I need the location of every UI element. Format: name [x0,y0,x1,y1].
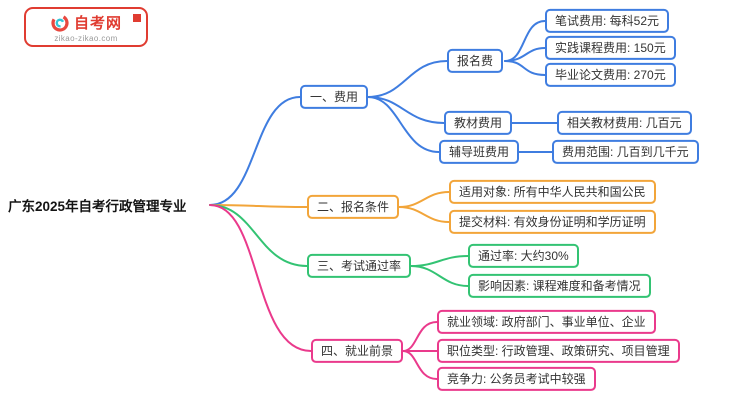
leaf-practice-course-fee: 实践课程费用: 150元 [545,35,676,61]
node-tutoring-fee: 辅导班费用 [439,139,520,165]
connector-root-to-career [209,204,312,352]
connector-career-to-fields [402,321,438,352]
zikao-logo-icon [51,13,69,32]
branch-fees: 一、费用 [300,84,369,110]
root-node: 广东2025年自考行政管理专业 [8,199,187,214]
branch-pass-rate: 三、考试通过率 [307,253,412,279]
connector-requirements-to-eligible [398,191,450,208]
connector-root-to-pass-rate [209,204,308,267]
node-textbook-fee: 教材费用 [444,110,513,136]
connector-requirements-to-materials [398,206,450,223]
leaf-materials: 提交材料: 有效身份证明和学历证明 [449,209,656,235]
leaf-competitiveness: 竞争力: 公务员考试中较强 [437,366,596,392]
leaf-position-types: 职位类型: 行政管理、政策研究、项目管理 [437,338,680,364]
zikao-logo: 自考网 zikao-zikao.com [24,7,148,47]
logo-title: 自考网 [73,15,122,32]
logo-row: 自考网 [32,12,140,33]
connector-fees-to-tutoring-fee [367,96,440,153]
connector-career-to-competitiveness [402,350,438,380]
branch-career: 四、就业前景 [311,338,404,364]
leaf-thesis-fee: 毕业论文费用: 270元 [545,62,676,88]
branch-requirements: 二、报名条件 [307,194,400,220]
leaf-fee-range: 费用范围: 几百到几千元 [552,139,699,165]
connector-root-to-requirements [209,204,308,208]
leaf-textbook-cost: 相关教材费用: 几百元 [557,110,692,136]
logo-subtitle: zikao-zikao.com [54,34,118,43]
connector-root-to-fees [209,96,301,206]
connector-passrate-to-rate [410,255,469,267]
connector-fees-to-registration-fee [367,60,448,98]
leaf-employment-fields: 就业领域: 政府部门、事业单位、企业 [437,309,656,335]
leaf-written-exam-fee: 笔试费用: 每科52元 [545,8,670,34]
connector-registration-to-thesis [504,60,546,76]
node-registration-fee: 报名费 [447,48,504,74]
logo-stamp [133,14,141,22]
leaf-pass-rate: 通过率: 大约30% [468,243,579,269]
connector-fees-to-textbook-fee [367,96,445,124]
leaf-eligible: 适用对象: 所有中华人民共和国公民 [449,179,656,205]
connector-passrate-to-factors [410,265,469,287]
leaf-factors: 影响因素: 课程难度和备考情况 [468,273,651,299]
